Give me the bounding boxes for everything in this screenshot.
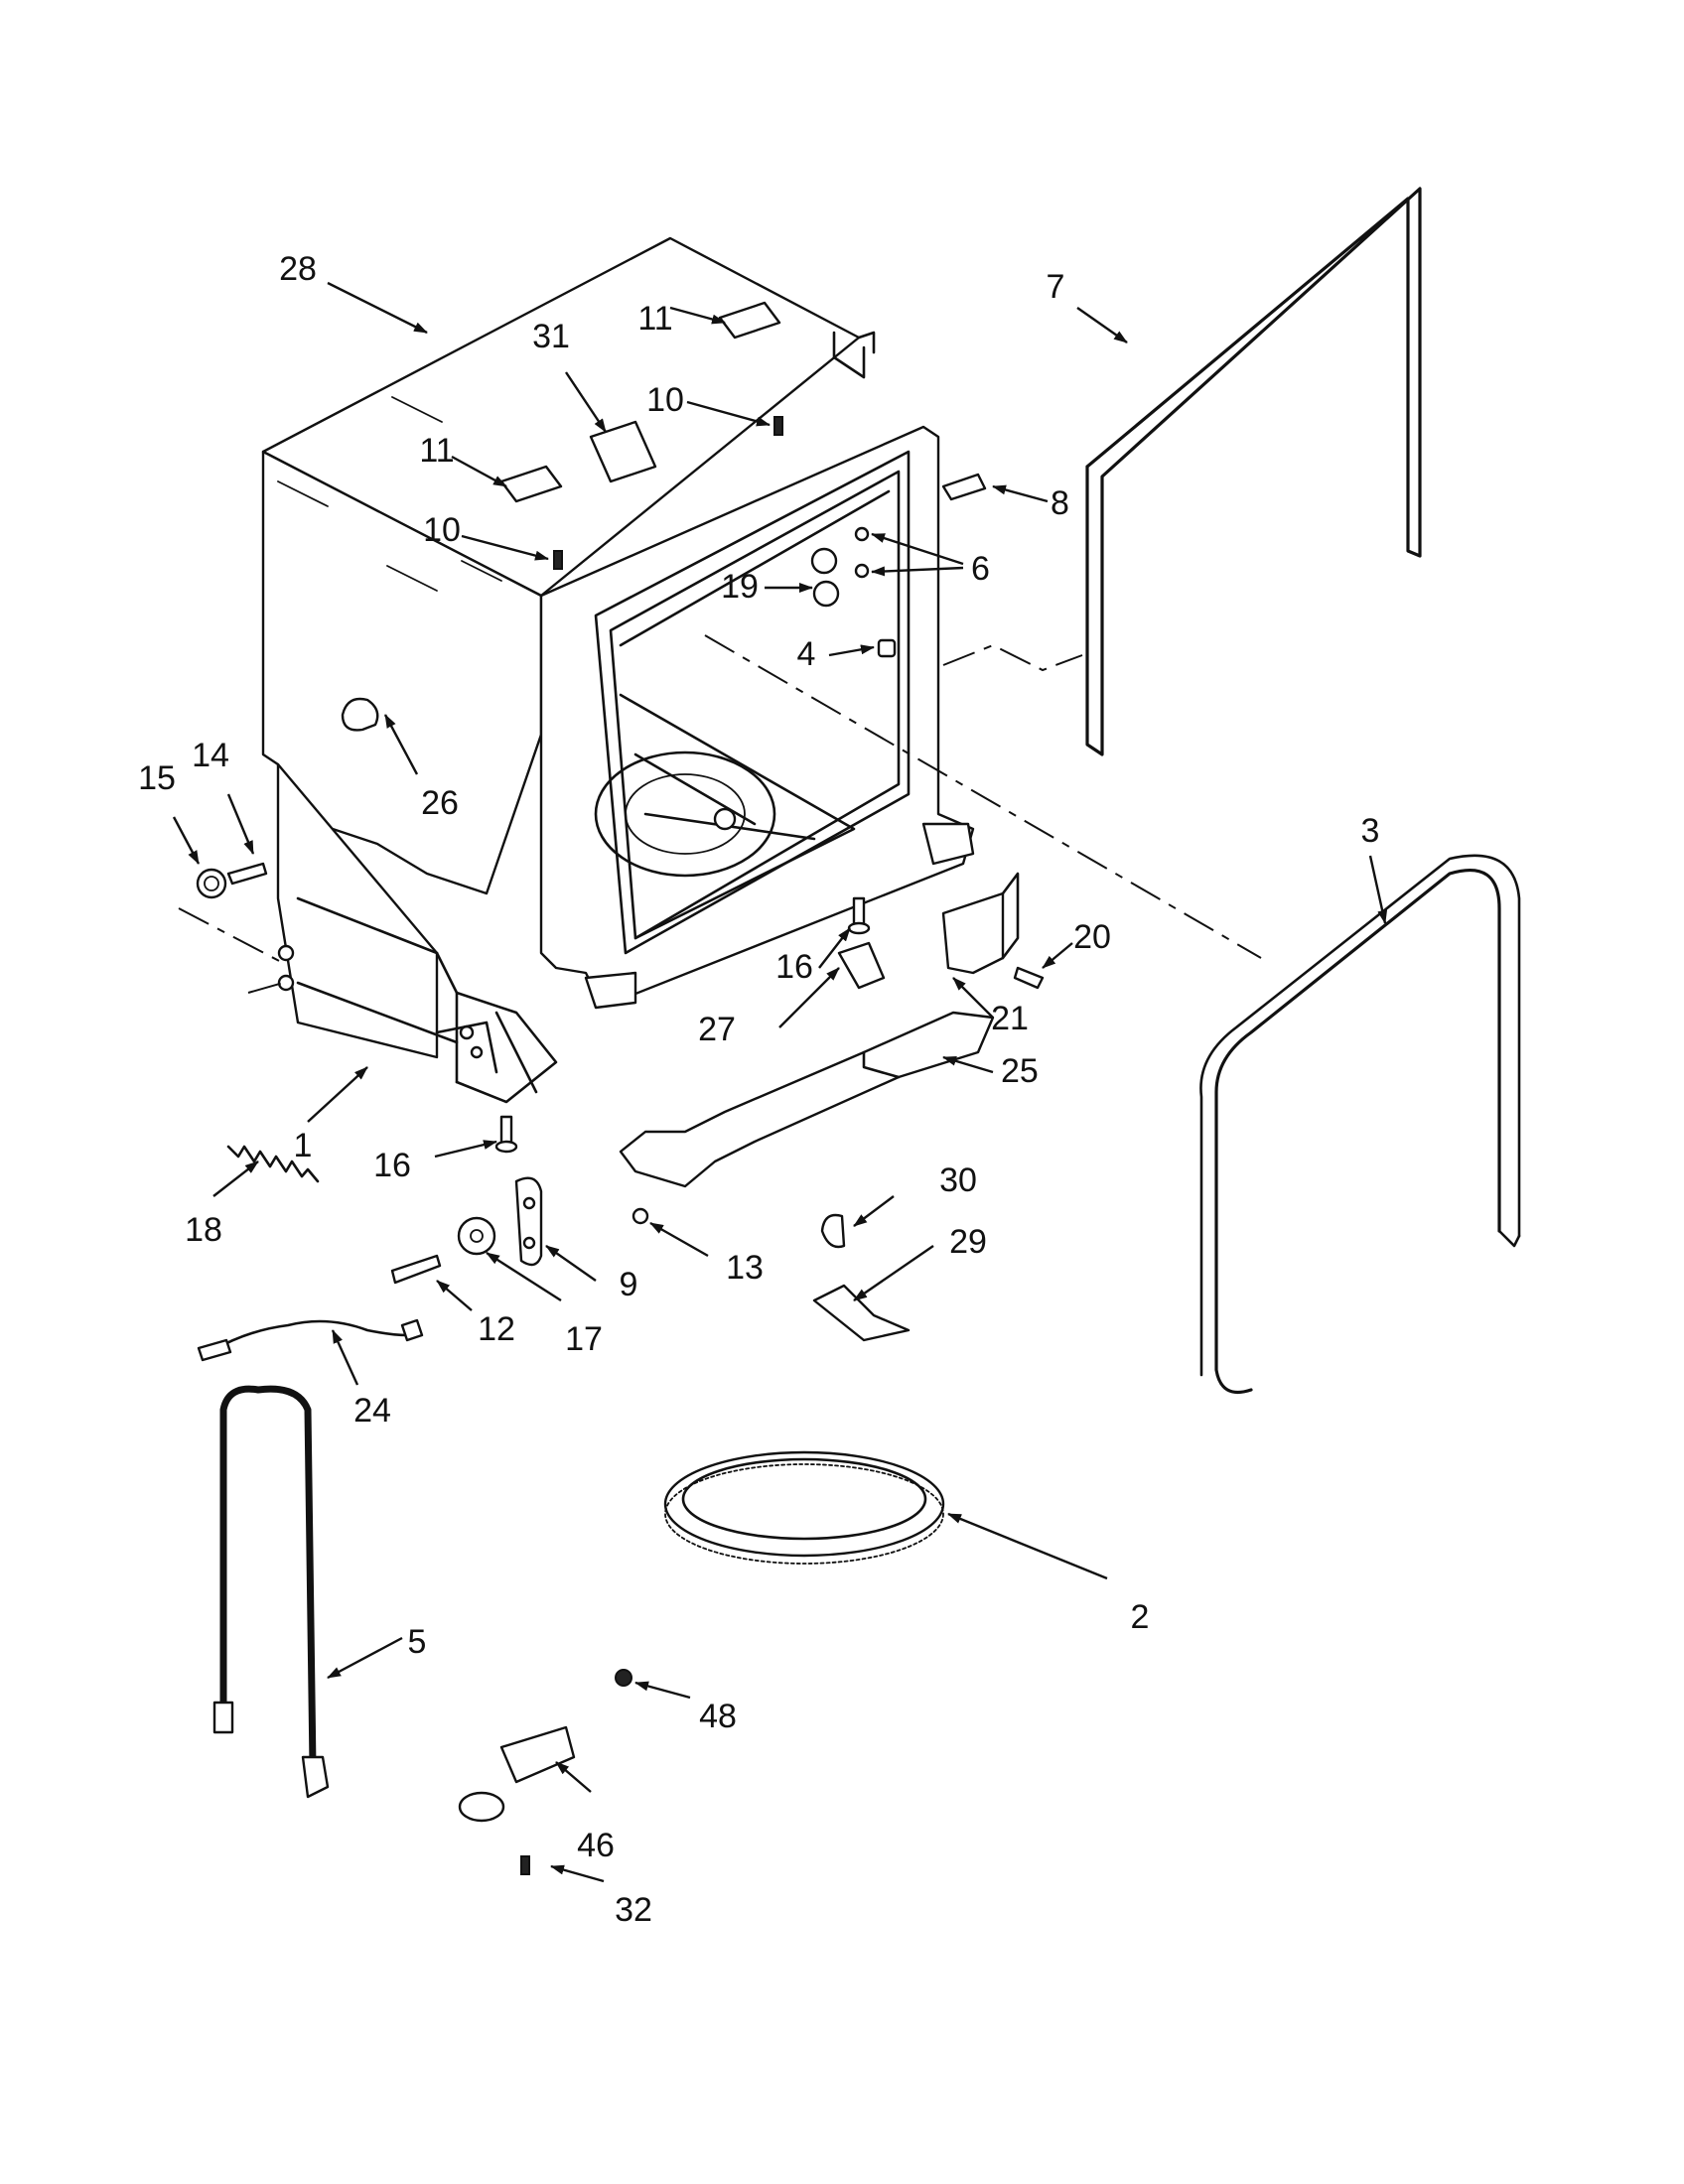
callout-14: 14: [192, 737, 229, 774]
washer-6b: [854, 563, 870, 579]
callout-1: 1: [294, 1127, 313, 1164]
callout-46: 46: [577, 1827, 615, 1864]
grommet-26: [341, 697, 379, 732]
dashed-guide-door: [942, 643, 1083, 672]
callout-2: 2: [1131, 1598, 1150, 1636]
screw-32: [520, 1855, 530, 1875]
callout-48: 48: [699, 1698, 737, 1735]
screw-20: [1013, 966, 1045, 990]
callout-7: 7: [1047, 268, 1065, 306]
screw-13: [632, 1207, 649, 1225]
heater-5: [219, 1385, 317, 1771]
callout-18: 18: [185, 1211, 222, 1249]
bracket-31: [589, 420, 657, 483]
callout-11: 11: [637, 300, 672, 338]
callout-labels: 28 7 11 31 10 11 10 8 19 6 4 26 15 14 3 …: [138, 250, 1379, 1929]
washer-6a: [854, 526, 870, 542]
shield-plate: [619, 1011, 995, 1188]
dashed-guide-right: [704, 634, 1262, 959]
callout-20: 20: [1073, 918, 1111, 956]
callout-10: 10: [646, 381, 684, 419]
callout-5: 5: [408, 1623, 427, 1661]
callout-31: 31: [532, 318, 570, 355]
callout-8: 8: [1051, 484, 1069, 522]
sump-ring: [663, 1450, 945, 1565]
callout-24: 24: [353, 1392, 391, 1430]
fastener-19b: [812, 580, 840, 608]
clip-27: [837, 941, 886, 990]
callout-6: 6: [971, 550, 990, 588]
nut-48: [615, 1669, 632, 1687]
callout-9: 9: [620, 1266, 638, 1303]
bolt-12: [390, 1254, 442, 1285]
leader-arrows: [172, 281, 1388, 1883]
clamp-46: [499, 1725, 576, 1784]
terminal-bracket: [941, 891, 1005, 975]
door-gasket-bottom: [1214, 869, 1501, 1395]
callout-4: 4: [797, 635, 816, 673]
plug-4: [877, 638, 897, 658]
spring-18: [226, 1145, 320, 1183]
hinge-11b: [499, 465, 563, 503]
link-9: [514, 1176, 543, 1267]
callout-11: 11: [419, 432, 454, 470]
fastener-19a: [810, 547, 838, 575]
callout-29: 29: [949, 1223, 987, 1261]
hinge-11a: [718, 301, 781, 340]
callout-26: 26: [421, 784, 459, 822]
door-gasket-top: [1085, 187, 1422, 756]
thermostat-30: [820, 1213, 846, 1249]
wheel-15: [196, 868, 227, 899]
callout-30: 30: [939, 1161, 977, 1199]
callout-32: 32: [615, 1891, 652, 1929]
callout-16: 16: [373, 1147, 411, 1184]
callout-19: 19: [721, 568, 759, 606]
callout-10: 10: [423, 511, 461, 549]
callout-21: 21: [991, 1000, 1029, 1037]
callout-16: 16: [775, 948, 813, 986]
wire-24: [211, 1319, 409, 1352]
callout-12: 12: [478, 1310, 515, 1348]
callout-3: 3: [1361, 812, 1380, 850]
callout-25: 25: [1001, 1052, 1039, 1090]
roller-17: [457, 1216, 496, 1256]
callout-28: 28: [279, 250, 317, 288]
callout-17: 17: [565, 1320, 603, 1358]
bolt-8: [941, 473, 987, 501]
callout-27: 27: [698, 1011, 736, 1048]
screw-10b: [553, 550, 563, 570]
callout-15: 15: [138, 759, 176, 797]
bracket-29: [812, 1284, 911, 1342]
callout-13: 13: [726, 1249, 764, 1287]
screw-10a: [773, 416, 783, 436]
screw-14: [226, 862, 268, 886]
dashed-guide-left: [178, 907, 284, 964]
